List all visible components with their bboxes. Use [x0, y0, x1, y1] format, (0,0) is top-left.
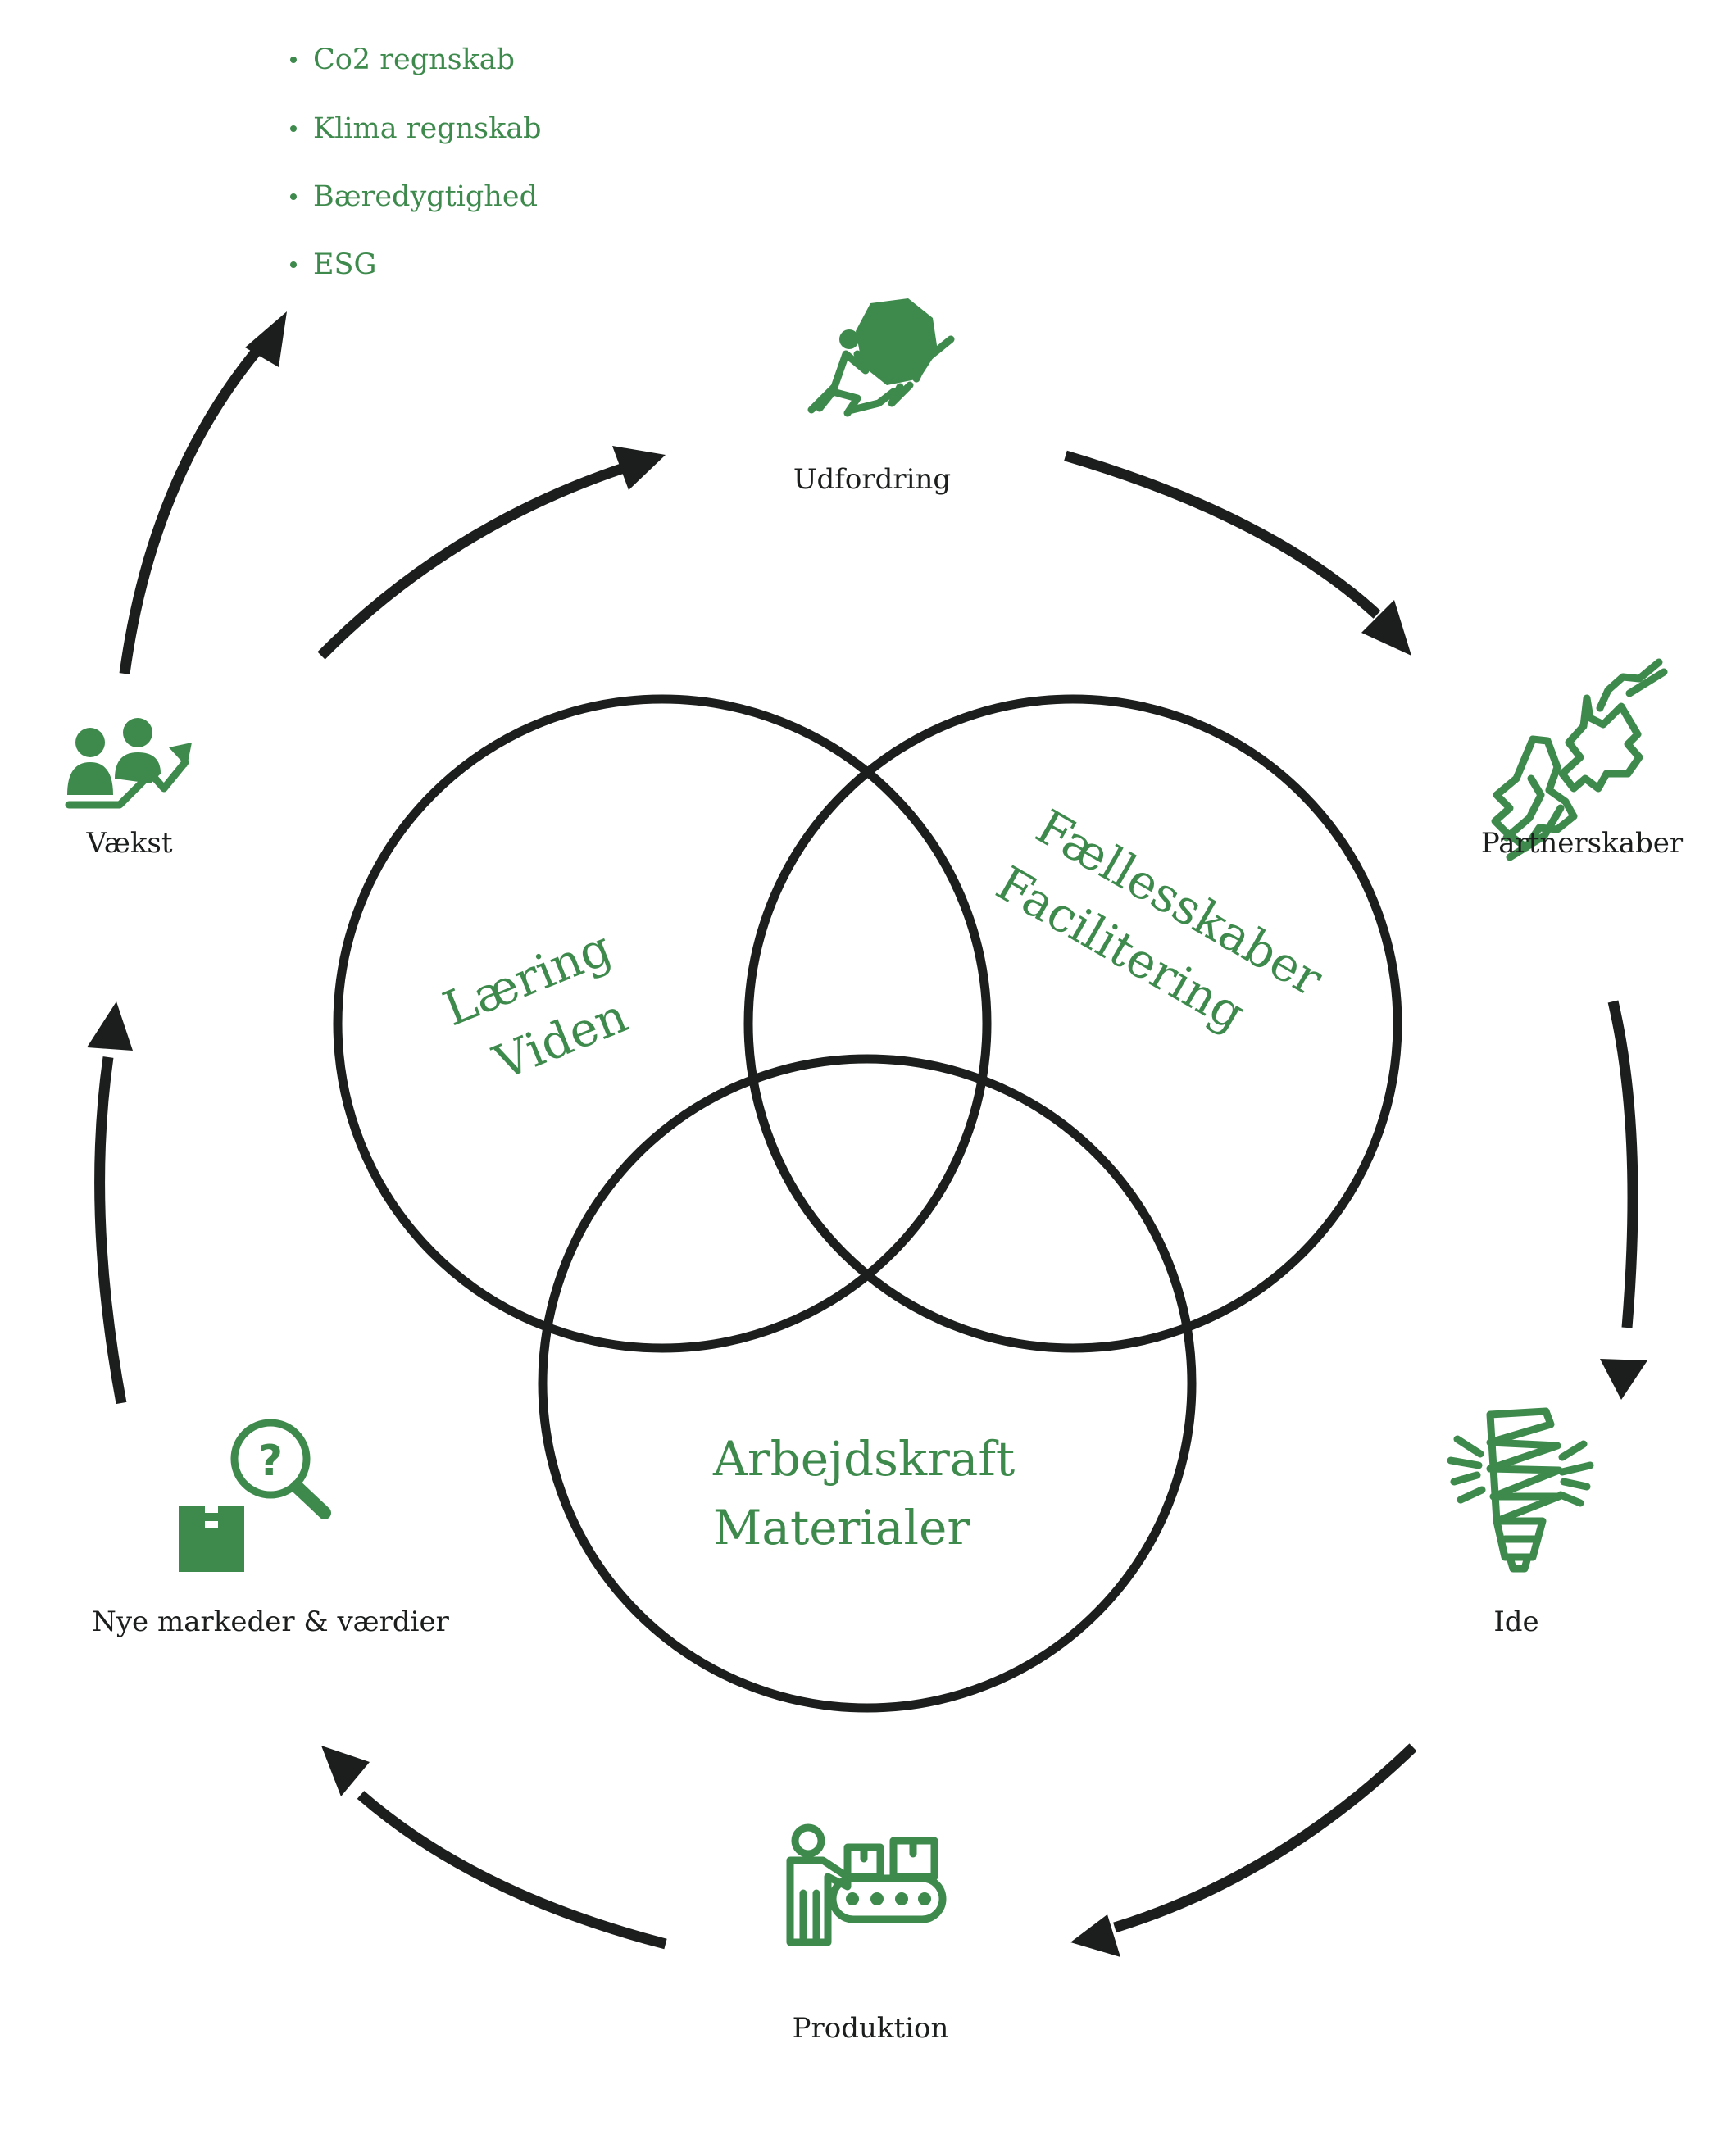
node-label: Nye markeder & værdier [92, 1605, 450, 1638]
node-label: Ide [1493, 1605, 1538, 1638]
node-udfordring: Udfordring [793, 298, 955, 496]
bullet-list: Co2 regnskab Klima regnskab Bæredygtighe… [290, 43, 542, 281]
bullet-dot [290, 261, 297, 268]
node-label: Produktion [793, 2012, 949, 2045]
node-label: Udfordring [793, 463, 951, 496]
arrow-to-udfordring [317, 446, 666, 660]
arrow-to-partnerskaber [1064, 450, 1411, 656]
venn-bottom-line-2: Materialer [713, 1500, 970, 1555]
bullet-dot [290, 57, 297, 63]
node-produktion: Produktion [786, 1823, 949, 2045]
bullet-dot [290, 193, 297, 200]
bullet-item: Co2 regnskab [313, 43, 515, 76]
node-nye-markeder: ? Nye markeder & værdier [92, 1419, 450, 1638]
venn-circle-right [743, 694, 1402, 1353]
node-partnerskaber: Partnerskaber [1481, 658, 1684, 861]
arrow-to-nye-markeder [321, 1746, 667, 1950]
bullet-item: Bæredygtighed [313, 180, 538, 213]
bullet-item: Klima regnskab [313, 112, 542, 145]
arrow-to-bullets [119, 311, 287, 674]
bullet-item: ESG [313, 248, 377, 281]
arrow-to-ide [1600, 1000, 1647, 1400]
factory-worker-conveyor-icon [786, 1823, 947, 1946]
hands-puzzle-pieces-icon [1491, 658, 1668, 861]
node-vaekst: Vækst [65, 718, 192, 860]
venn-text-left: Læring Viden [435, 920, 634, 1091]
svg-text:?: ? [258, 1437, 283, 1486]
venn-circle-left [333, 694, 992, 1353]
light-bulb-icon [1447, 1407, 1594, 1573]
arrow-to-vaekst [87, 1001, 133, 1405]
boulder-pushing-climber-icon [807, 298, 955, 417]
node-label: Partnerskaber [1481, 827, 1684, 860]
bullet-dot [290, 125, 297, 132]
people-growth-arrow-icon [65, 718, 192, 809]
venn-diagram: Læring Viden Fællesskaber Facilitering A… [333, 694, 1402, 1713]
box-magnifier-question-icon: ? [179, 1419, 331, 1572]
venn-circle-bottom [538, 1054, 1197, 1713]
node-label: Vækst [85, 827, 172, 860]
venn-bottom-line-1: Arbejdskraft [712, 1431, 1015, 1487]
cycle-arrows [87, 311, 1647, 1957]
venn-text-right: Fællesskaber Facilitering [987, 799, 1332, 1042]
node-ide: Ide [1447, 1407, 1594, 1638]
arrow-to-produktion [1070, 1743, 1417, 1957]
